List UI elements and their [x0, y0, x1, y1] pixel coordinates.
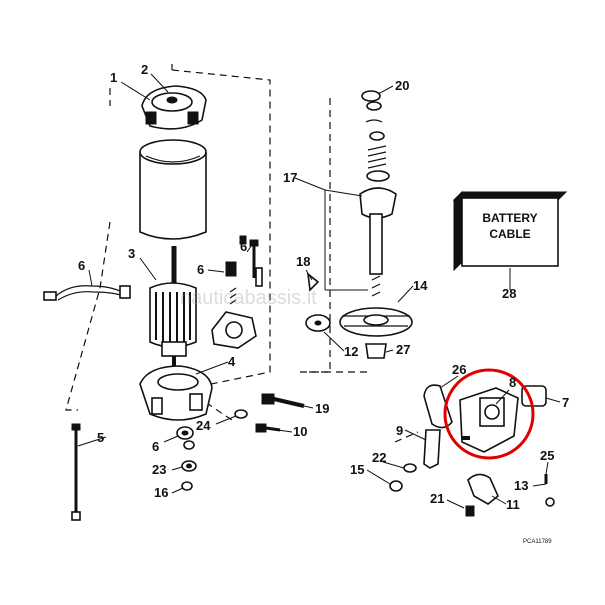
callout-20: 20: [395, 78, 409, 93]
callout-18: 18: [296, 254, 310, 269]
callout-22: 22: [372, 450, 386, 465]
end-cap: [141, 85, 207, 130]
callout-11: 11: [506, 497, 520, 512]
leader-lines: [77, 73, 561, 509]
callout-26: 26: [452, 362, 466, 377]
callout-13: 13: [514, 478, 528, 493]
brush-plate: [211, 261, 263, 349]
callout-1: 1: [110, 70, 117, 85]
battery-box-line1: BATTERY: [482, 211, 537, 225]
callout-10: 10: [293, 424, 307, 439]
drive-assembly: [305, 90, 413, 359]
watermark-text: nauticabassis.it: [180, 287, 317, 309]
callout-6c: 6: [240, 239, 247, 254]
callout-19: 19: [315, 401, 329, 416]
callout-27: 27: [396, 342, 410, 357]
callout-12: 12: [344, 344, 358, 359]
wire-lead: [43, 285, 131, 301]
drive-end-housing: [139, 365, 213, 421]
callout-2: 2: [141, 62, 148, 77]
battery-cable-box: BATTERY CABLE: [452, 190, 568, 272]
alignment-lines: [65, 64, 419, 443]
callout-21: 21: [430, 491, 444, 506]
callout-labels: 1 2 3 4 5 6 6 6 6 7 8 9 10 11 12 13 14 1…: [78, 62, 569, 512]
callout-17: 17: [283, 170, 297, 185]
thru-bolt: [71, 423, 81, 521]
highlight-circle: [443, 368, 535, 460]
callout-15: 15: [350, 462, 364, 477]
callout-24: 24: [196, 418, 211, 433]
callout-14: 14: [413, 278, 428, 293]
figure-code: PCA11789: [523, 539, 552, 545]
callout-6a: 6: [197, 262, 204, 277]
callout-6b: 6: [78, 258, 85, 273]
callout-9: 9: [396, 423, 403, 438]
solenoid-assembly: [389, 384, 555, 517]
callout-28: 28: [502, 286, 516, 301]
callout-4: 4: [228, 354, 236, 369]
field-frame: [139, 139, 207, 240]
callout-6d: 6: [152, 439, 159, 454]
battery-box-line2: CABLE: [489, 227, 530, 241]
callout-7: 7: [562, 395, 569, 410]
callout-5: 5: [97, 430, 104, 445]
callout-3: 3: [128, 246, 135, 261]
callout-23: 23: [152, 462, 166, 477]
small-hardware: [176, 235, 305, 491]
callout-8: 8: [509, 375, 516, 390]
callout-25: 25: [540, 448, 554, 463]
callout-16: 16: [154, 485, 168, 500]
armature: [149, 246, 197, 372]
